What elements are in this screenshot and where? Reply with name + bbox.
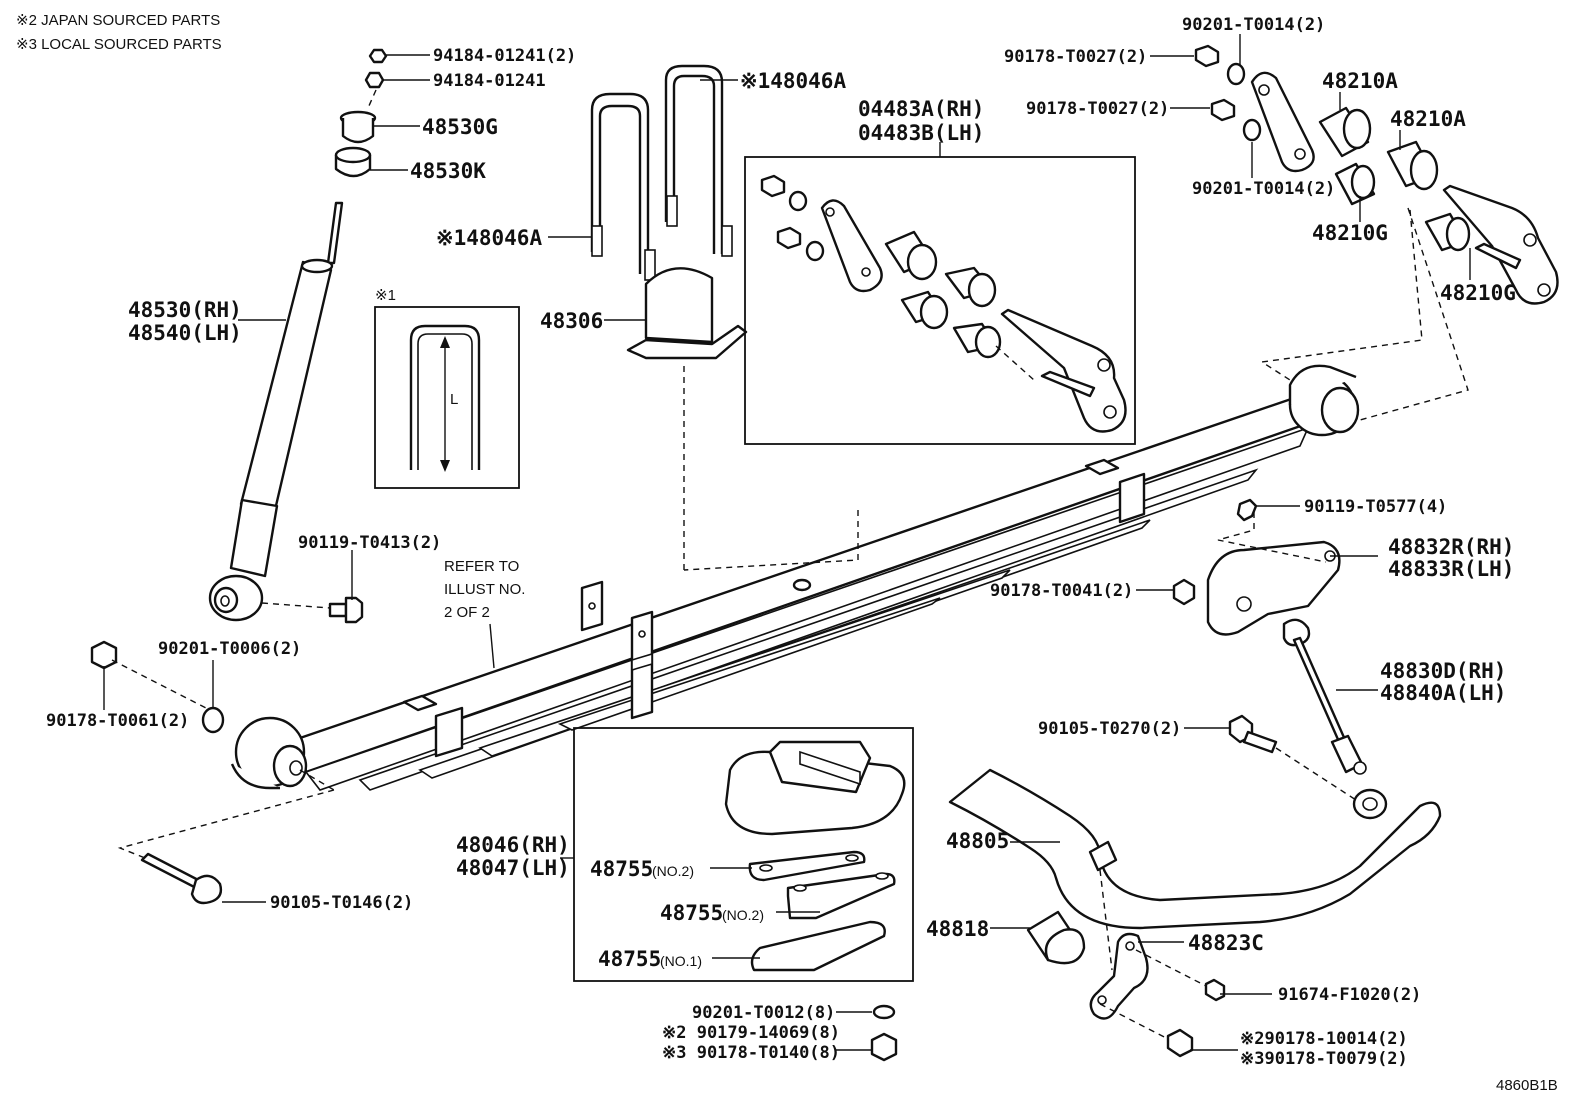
label-91674-F1020: 91674-F1020(2): [1278, 985, 1421, 1005]
dash-shackle-front: [1260, 209, 1423, 381]
label-90119-T0577: 90119-T0577(4): [1304, 497, 1447, 517]
label-90178-10014: ※290178-10014(2): [1240, 1029, 1408, 1049]
u-bolt-left: [590, 92, 656, 281]
stabilizer-bar: [948, 768, 1442, 971]
label-90178-T0027-b: 90178-T0027(2): [1026, 99, 1169, 119]
label-48306: 48306: [540, 309, 603, 333]
label-48823C: 48823C: [1188, 931, 1264, 955]
u-bolt-length-inset: ※1 L: [374, 287, 520, 489]
label-90178-T0041: 90178-T0041(2): [990, 581, 1133, 601]
bolt-90119-T0413: [261, 596, 364, 624]
label-48530G: 48530G: [422, 115, 498, 139]
refer-note: REFER TO ILLUST NO. 2 OF 2: [444, 558, 525, 669]
label-90178-T0027-a: 90178-T0027(2): [1004, 47, 1147, 67]
label-04483B-lh: 04483B(LH): [858, 121, 984, 145]
label-48540-lh: 48540(LH): [128, 321, 242, 345]
label-48755-1-sub: (NO.2): [652, 863, 694, 879]
label-90105-T0270: 90105-T0270(2): [1038, 719, 1181, 739]
label-94184-01241: 94184-01241: [433, 71, 546, 91]
inset-dim-label: L: [450, 391, 458, 408]
label-48210A-1: 48210A: [1322, 69, 1398, 93]
label-48755-1: 48755: [590, 857, 653, 881]
dash-shackle-rear: [1359, 207, 1469, 421]
label-48530-rh: 48530(RH): [128, 298, 242, 322]
label-90119-T0413: 90119-T0413(2): [298, 533, 441, 553]
label-90105-T0146: 90105-T0146(2): [270, 893, 413, 913]
label-48818: 48818: [926, 917, 989, 941]
u-bolt-right: [664, 64, 733, 257]
label-48046A-top: ※148046A: [740, 69, 846, 93]
leaf-spring: [230, 364, 1360, 791]
shock-absorber: [208, 48, 388, 622]
label-48046A-left: ※148046A: [436, 226, 542, 250]
label-48755-3: 48755: [598, 947, 661, 971]
label-90179-14069: ※2 90179-14069(8): [662, 1023, 840, 1043]
label-48832R-rh: 48832R(RH): [1388, 535, 1514, 559]
label-48210G-1: 48210G: [1312, 221, 1388, 245]
stabilizer-bracket-48823C: [1089, 932, 1226, 1058]
label-48755-3-sub: (NO.1): [660, 953, 702, 969]
label-90201-T0014-top: 90201-T0014(2): [1182, 15, 1325, 35]
stabilizer-bushing-48818: [1026, 910, 1086, 965]
dash-bumper: [683, 510, 859, 571]
label-04483A-rh: 04483A(RH): [858, 97, 984, 121]
note-japan-sourced: ※2 JAPAN SOURCED PARTS: [16, 12, 220, 29]
label-90201-T0006: 90201-T0006(2): [158, 639, 301, 659]
label-48530K: 48530K: [410, 159, 486, 183]
label-48840A-lh: 48840A(LH): [1380, 681, 1506, 705]
part-labels: 94184-01241(2) 94184-01241 48530G 48530K…: [46, 15, 1516, 1069]
label-48047-lh: 48047(LH): [456, 856, 570, 880]
label-90178-T0079: ※390178-T0079(2): [1240, 1049, 1408, 1069]
seat-nuts-washers: [870, 1004, 898, 1062]
stabilizer-link: [1282, 618, 1367, 775]
figure-code: 4860B1B: [1496, 1077, 1558, 1094]
label-48046-rh: 48046(RH): [456, 833, 570, 857]
stabilizer-bracket: [1172, 498, 1341, 636]
spring-seat-box: [560, 727, 914, 982]
label-48755-2-sub: (NO.2): [722, 907, 764, 923]
label-48830D-rh: 48830D(RH): [1380, 659, 1506, 683]
spring-bumper-48306: [626, 267, 748, 570]
label-48210A-2: 48210A: [1390, 107, 1466, 131]
upper-shackle-parts: [1194, 44, 1559, 305]
label-48805: 48805: [946, 829, 1009, 853]
label-90178-T0140: ※3 90178-T0140(8): [662, 1043, 840, 1063]
label-48833R-lh: 48833R(LH): [1388, 557, 1514, 581]
label-90178-T0061: 90178-T0061(2): [46, 711, 189, 731]
inset-mark: ※1: [375, 287, 396, 304]
rear-hanger-hardware: [90, 640, 335, 905]
label-48755-2: 48755: [660, 901, 723, 925]
label-48210G-2: 48210G: [1440, 281, 1516, 305]
note-local-sourced: ※3 LOCAL SOURCED PARTS: [16, 36, 222, 53]
label-94184-01241-2: 94184-01241(2): [433, 46, 576, 66]
refer-line-1: REFER TO: [444, 558, 519, 575]
shackle-kit-box: [744, 142, 1136, 445]
refer-line-3: 2 OF 2: [444, 604, 490, 621]
bolt-90105-T0270: [1228, 714, 1357, 801]
label-90201-T0012: 90201-T0012(8): [692, 1003, 835, 1023]
refer-line-2: ILLUST NO.: [444, 581, 525, 598]
leader-lines: [103, 34, 1471, 1051]
label-90201-T0014-b: 90201-T0014(2): [1192, 179, 1335, 199]
